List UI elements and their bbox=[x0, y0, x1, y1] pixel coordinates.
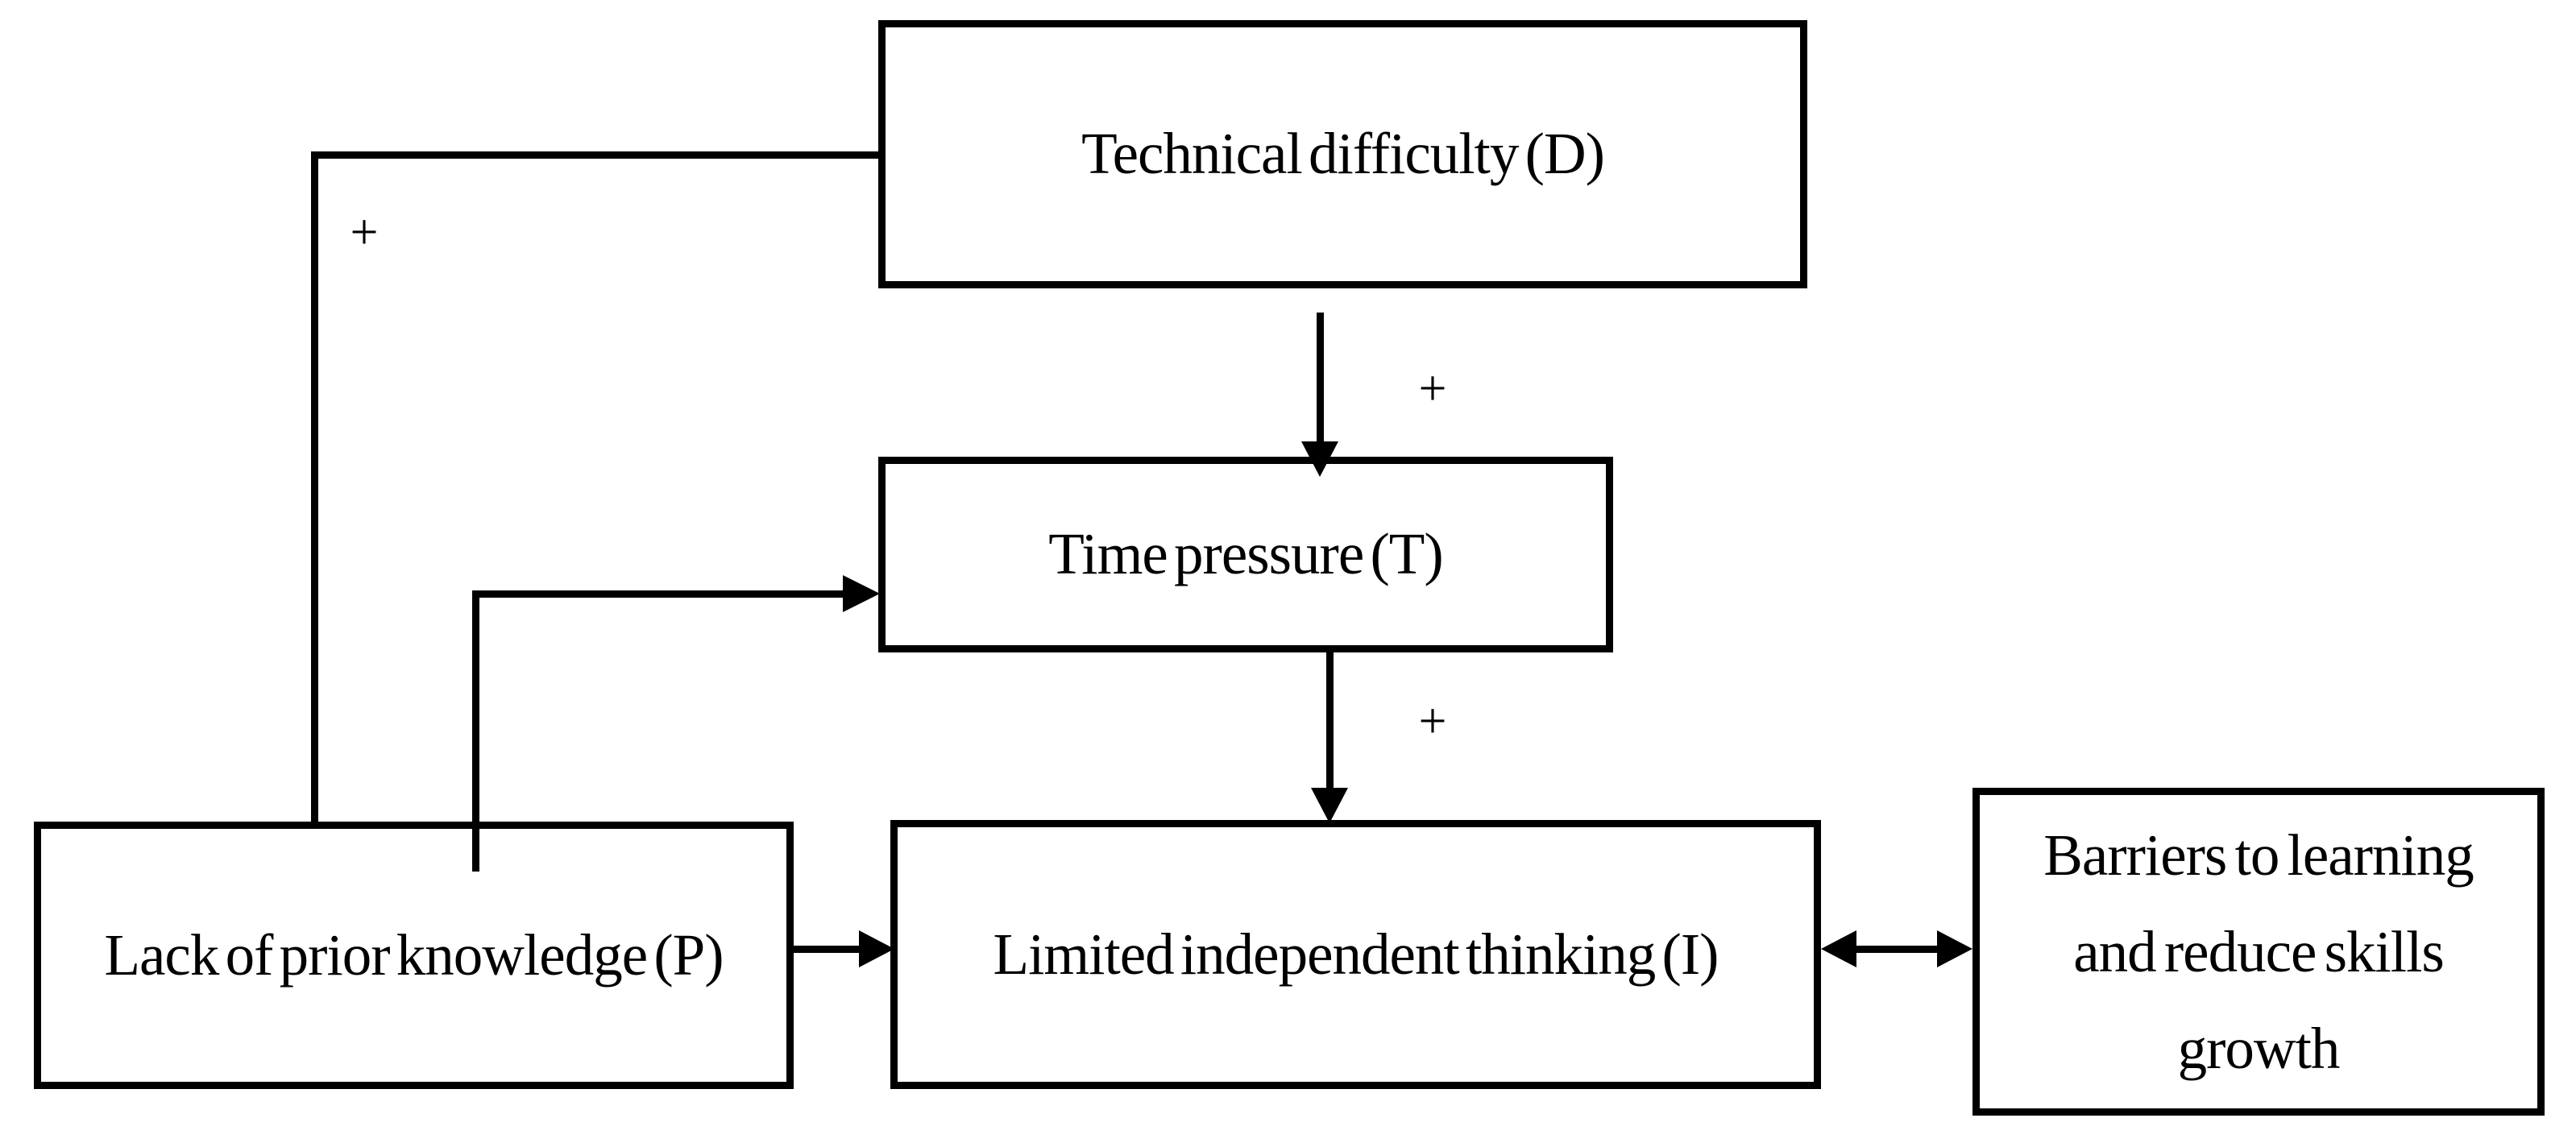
connector-t-to-i-shaft bbox=[1326, 652, 1334, 788]
node-lack-of-prior-knowledge: Lack of prior knowledge (P) bbox=[34, 822, 794, 1089]
arrowhead-down-icon bbox=[1311, 788, 1348, 823]
node-label-technical-difficulty: Technical difficulty (D) bbox=[1081, 121, 1605, 187]
arrowhead-right-icon bbox=[859, 930, 894, 967]
connector-p-to-t-horizontal-segment bbox=[472, 590, 843, 598]
arrowhead-right-icon bbox=[843, 575, 880, 612]
node-label-limited-independent-thinking: Limited independent thinking (I) bbox=[993, 921, 1719, 987]
node-label-lack-of-prior-knowledge: Lack of prior knowledge (P) bbox=[104, 921, 724, 988]
barriers-label-line-3: growth bbox=[2177, 1015, 2341, 1081]
arrowhead-down-icon bbox=[1301, 441, 1338, 477]
connector-p-to-t-vertical-segment bbox=[472, 590, 479, 872]
connector-d-to-p-horizontal-segment bbox=[311, 151, 881, 159]
connector-d-to-t-shaft bbox=[1317, 313, 1324, 441]
node-label-barriers-to-learning: Barriers to learning and reduce skills g… bbox=[2043, 807, 2474, 1097]
barriers-label-line-1: Barriers to learning bbox=[2043, 822, 2474, 888]
node-technical-difficulty: Technical difficulty (D) bbox=[878, 20, 1807, 288]
plus-sign-t-to-i: + bbox=[1418, 694, 1447, 749]
node-limited-independent-thinking: Limited independent thinking (I) bbox=[890, 820, 1821, 1089]
plus-sign-d-to-t: + bbox=[1418, 361, 1447, 416]
arrowhead-right-icon bbox=[1937, 930, 1972, 967]
node-barriers-to-learning: Barriers to learning and reduce skills g… bbox=[1972, 788, 2545, 1116]
connector-p-to-i-shaft bbox=[794, 946, 859, 953]
connector-i-to-b-shaft bbox=[1853, 946, 1937, 953]
arrowhead-left-icon bbox=[1821, 930, 1856, 967]
barriers-label-line-2: and reduce skills bbox=[2073, 918, 2445, 984]
connector-d-to-p-vertical-segment bbox=[311, 151, 318, 829]
plus-sign-d-to-p: + bbox=[350, 205, 379, 260]
node-time-pressure: Time pressure (T) bbox=[878, 457, 1613, 652]
node-label-time-pressure: Time pressure (T) bbox=[1048, 521, 1443, 587]
